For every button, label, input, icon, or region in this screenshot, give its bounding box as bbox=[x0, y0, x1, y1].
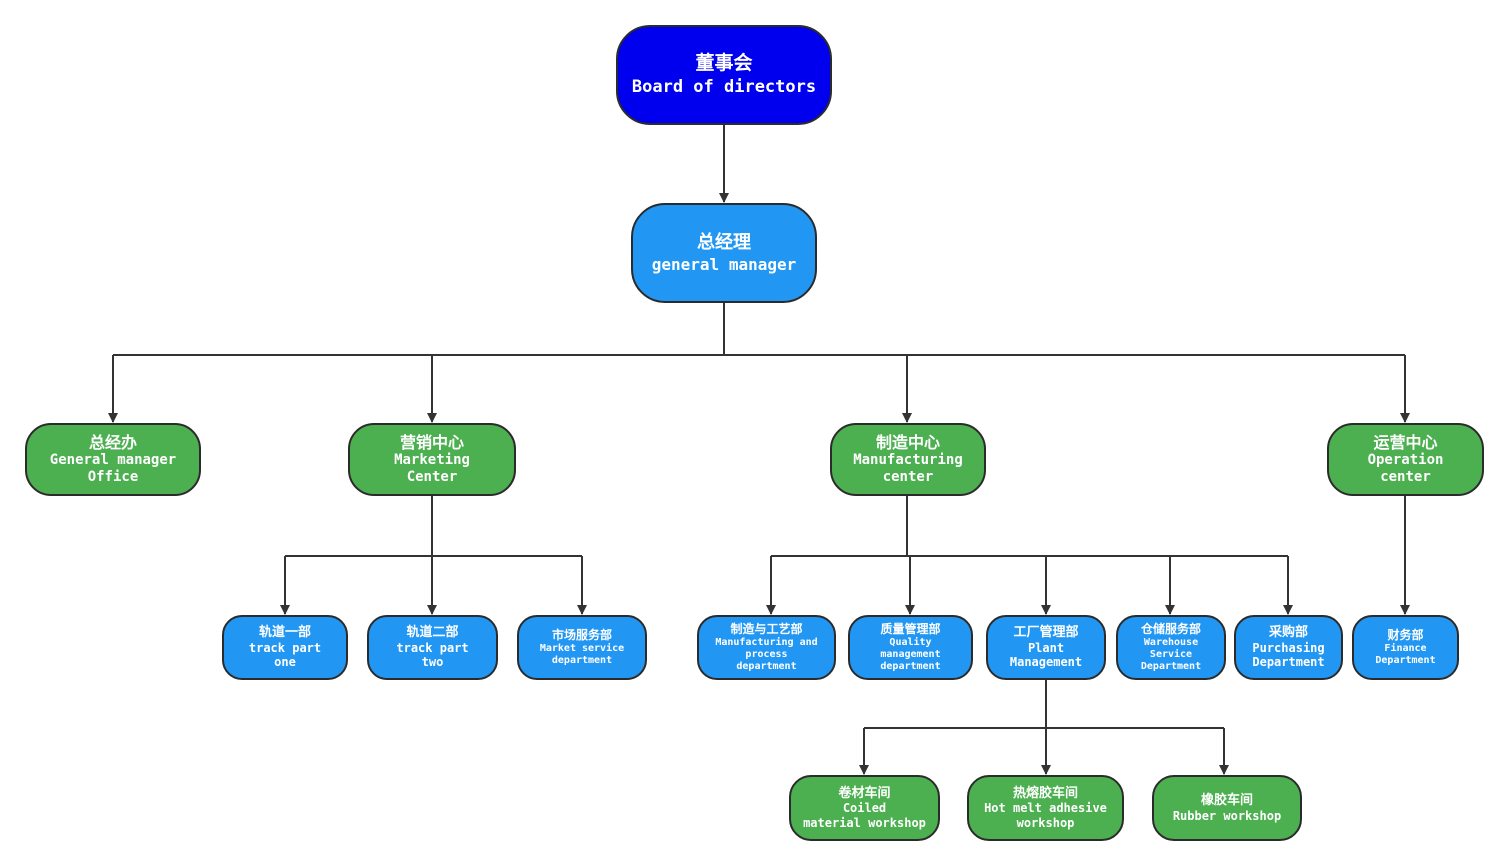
node-label-en: Center bbox=[406, 469, 458, 486]
node-label-en: Finance bbox=[1384, 642, 1427, 654]
node-board-of-directors: 董事会 Board of directors bbox=[616, 25, 832, 125]
node-label-cn: 总经理 bbox=[697, 231, 751, 253]
node-label-cn: 轨道二部 bbox=[406, 625, 459, 641]
node-label-en: track part bbox=[248, 640, 322, 655]
node-label-en: two bbox=[421, 655, 444, 670]
node-label-cn: 质量管理部 bbox=[880, 622, 941, 637]
node-quality-management-department: 质量管理部 Quality management department bbox=[848, 615, 973, 680]
node-label-cn: 工厂管理部 bbox=[1013, 625, 1079, 641]
node-label-en: center bbox=[882, 469, 934, 486]
node-plant-management: 工厂管理部 Plant Management bbox=[986, 615, 1106, 680]
node-label-en: Department bbox=[1140, 660, 1202, 672]
node-label-cn: 仓储服务部 bbox=[1140, 622, 1201, 637]
node-label-en: department bbox=[736, 660, 797, 672]
node-label-en: department bbox=[880, 660, 941, 672]
node-label-en: Plant bbox=[1027, 640, 1065, 655]
node-label-en: Board of directors bbox=[631, 77, 817, 98]
node-label-en: Management bbox=[1009, 655, 1083, 670]
node-label-en: Operation bbox=[1367, 452, 1444, 469]
node-label-en: Department bbox=[1375, 654, 1436, 666]
node-label-en: general manager bbox=[651, 255, 797, 275]
node-label-cn: 制造中心 bbox=[875, 433, 940, 453]
node-label-en: Office bbox=[87, 469, 139, 486]
node-label-en: Manufacturing and bbox=[715, 636, 818, 648]
node-label-cn: 热熔胶车间 bbox=[1012, 785, 1078, 801]
node-label-en: Rubber workshop bbox=[1172, 808, 1282, 823]
node-label-cn: 营销中心 bbox=[399, 433, 464, 453]
node-purchasing-department: 采购部 Purchasing Department bbox=[1234, 615, 1343, 680]
node-marketing-center: 营销中心 Marketing Center bbox=[348, 423, 516, 496]
node-coiled-material-workshop: 卷材车间 Coiled material workshop bbox=[789, 775, 940, 841]
node-general-manager: 总经理 general manager bbox=[631, 203, 817, 303]
node-label-en: Coiled bbox=[842, 801, 887, 816]
node-label-en: material workshop bbox=[803, 815, 926, 830]
node-label-cn: 制造与工艺部 bbox=[730, 622, 803, 637]
node-label-en: Purchasing bbox=[1252, 640, 1325, 655]
node-label-cn: 运营中心 bbox=[1373, 433, 1438, 453]
node-label-cn: 轨道一部 bbox=[258, 625, 311, 641]
node-track-part-two: 轨道二部 track part two bbox=[367, 615, 498, 680]
node-track-part-one: 轨道一部 track part one bbox=[222, 615, 348, 680]
node-label-cn: 卷材车间 bbox=[838, 785, 891, 801]
node-label-en: Hot melt adhesive bbox=[984, 801, 1107, 816]
node-label-en: management bbox=[880, 648, 941, 660]
node-label-en: workshop bbox=[1016, 815, 1075, 830]
node-label-en: Service bbox=[1149, 648, 1193, 660]
node-label-en: Quality bbox=[889, 636, 932, 648]
node-label-cn: 总经办 bbox=[88, 433, 137, 453]
node-label-en: process bbox=[745, 648, 788, 660]
node-label-en: Market service bbox=[539, 642, 625, 654]
node-label-en: Department bbox=[1252, 655, 1325, 670]
node-label-cn: 董事会 bbox=[695, 52, 753, 75]
node-rubber-workshop: 橡胶车间 Rubber workshop bbox=[1152, 775, 1302, 841]
node-label-en: department bbox=[551, 654, 613, 666]
node-finance-department: 财务部 Finance Department bbox=[1352, 615, 1459, 680]
node-market-service-department: 市场服务部 Market service department bbox=[517, 615, 647, 680]
node-warehouse-service-department: 仓储服务部 Warehouse Service Department bbox=[1116, 615, 1226, 680]
node-hot-melt-adhesive-workshop: 热熔胶车间 Hot melt adhesive workshop bbox=[967, 775, 1124, 841]
node-manufacturing-center: 制造中心 Manufacturing center bbox=[830, 423, 986, 496]
node-label-en: Manufacturing bbox=[853, 452, 963, 469]
node-label-en: track part bbox=[396, 640, 469, 655]
node-gm-office: 总经办 General manager Office bbox=[25, 423, 201, 496]
node-operation-center: 运营中心 Operation center bbox=[1327, 423, 1484, 496]
node-manufacturing-process-department: 制造与工艺部 Manufacturing and process departm… bbox=[697, 615, 836, 680]
node-label-cn: 财务部 bbox=[1387, 628, 1424, 643]
node-label-cn: 市场服务部 bbox=[551, 628, 612, 643]
node-label-en: one bbox=[274, 655, 296, 670]
node-label-en: General manager bbox=[49, 452, 177, 469]
node-label-cn: 橡胶车间 bbox=[1200, 793, 1253, 808]
node-label-en: Marketing bbox=[394, 452, 470, 469]
node-label-en: center bbox=[1380, 469, 1431, 486]
node-label-en: Warehouse bbox=[1143, 636, 1199, 648]
node-label-cn: 采购部 bbox=[1268, 625, 1308, 641]
